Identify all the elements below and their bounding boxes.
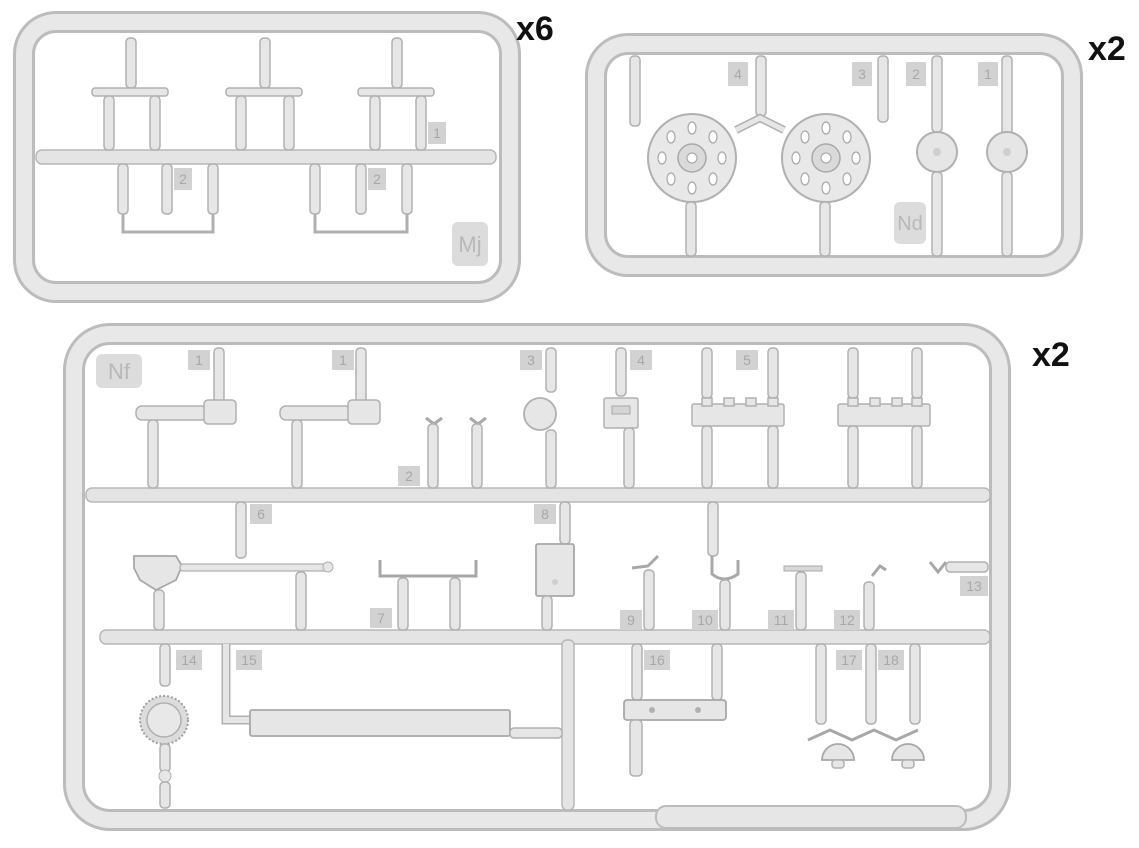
svg-text:3: 3: [858, 66, 866, 82]
sprue-mj: 1 2 2 Mj x6: [13, 10, 554, 303]
svg-text:16: 16: [649, 652, 665, 668]
nf-part-9: [631, 554, 660, 631]
nf-part-16: [623, 643, 727, 777]
sprue-nf-runner-middle: [99, 629, 991, 645]
nd-sprue-label: Nd: [894, 202, 926, 244]
svg-text:12: 12: [839, 612, 855, 628]
nf-part-1b: [279, 399, 381, 489]
nf-number-tag-3: 3: [520, 350, 542, 370]
svg-text:8: 8: [541, 506, 549, 522]
nf-part-10-clip: [707, 501, 740, 631]
svg-text:7: 7: [377, 610, 385, 626]
nd-part-hub-1: [986, 131, 1028, 173]
nf-part-12: [863, 563, 887, 631]
svg-text:17: 17: [841, 652, 857, 668]
svg-text:3: 3: [527, 352, 535, 368]
nf-number-tag-10: 10: [692, 610, 718, 630]
sprue-nf-runner-vertical: [561, 639, 575, 811]
mj-sprue-label: Mj: [452, 222, 488, 266]
nf-number-tag-6: 6: [250, 504, 272, 524]
nd-number-tag-2: 2: [906, 62, 926, 86]
nf-number-tag-17: 17: [836, 650, 862, 670]
nf-number-tag-18: 18: [878, 650, 904, 670]
svg-text:10: 10: [697, 612, 713, 628]
nf-part-8-plate: [535, 501, 575, 631]
nf-part-5b: [837, 397, 931, 489]
sprue-mj-runner: [35, 149, 497, 165]
svg-text:15: 15: [241, 652, 257, 668]
nd-number-tag-4: 4: [728, 62, 748, 86]
mj-part-rack-2: [225, 37, 303, 151]
svg-text:Nf: Nf: [108, 359, 131, 384]
nf-part-2: [425, 416, 487, 489]
nf-number-tag-16: 16: [644, 650, 670, 670]
nf-number-tag-13: 13: [960, 576, 988, 596]
svg-text:14: 14: [181, 652, 197, 668]
svg-text:11: 11: [774, 612, 789, 628]
mj-part-handle-right: [309, 163, 413, 234]
svg-text:2: 2: [373, 171, 381, 187]
nf-part-4: [603, 397, 639, 489]
nf-number-tag-14: 14: [176, 650, 202, 670]
svg-text:1: 1: [984, 66, 992, 82]
svg-text:1: 1: [195, 352, 203, 368]
nd-part-hub-2: [916, 131, 958, 173]
nf-number-tag-1a: 1: [188, 350, 210, 370]
svg-text:13: 13: [966, 578, 982, 594]
nf-part-5a: [691, 397, 785, 489]
nf-number-tag-15: 15: [236, 650, 262, 670]
nf-part-1a: [135, 399, 237, 489]
sprue-nf: 1 1 2 3 4 5 6 7: [63, 323, 1070, 831]
svg-text:18: 18: [883, 652, 899, 668]
nf-part-6-shovel: [133, 501, 334, 631]
nf-number-tag-7: 7: [370, 608, 392, 628]
nd-part-wheel-3: [781, 113, 871, 203]
svg-text:4: 4: [637, 352, 645, 368]
nf-number-tag-2: 2: [398, 466, 420, 486]
svg-text:4: 4: [734, 66, 742, 82]
mj-number-tag-1: 1: [428, 122, 446, 144]
mj-part-rack-3: [357, 37, 435, 151]
multiplier-mj: x6: [516, 10, 554, 48]
nf-sprue-label: Nf: [96, 354, 142, 388]
svg-text:6: 6: [257, 506, 265, 522]
mj-part-rack-1: [91, 37, 169, 151]
nf-number-tag-8: 8: [534, 504, 556, 524]
svg-text:Nd: Nd: [897, 213, 923, 235]
mj-number-tag-2a: 2: [174, 168, 192, 190]
nf-number-tag-1b: 1: [332, 350, 354, 370]
mj-number-tag-2b: 2: [368, 168, 386, 190]
nf-number-tag-5: 5: [736, 350, 758, 370]
nf-number-tag-11: 11: [768, 610, 794, 630]
nf-part-17-18-lamps: [807, 643, 925, 769]
svg-text:9: 9: [627, 612, 635, 628]
nf-part-15-bar: [221, 644, 563, 739]
nd-number-tag-3: 3: [852, 62, 872, 86]
svg-text:5: 5: [743, 352, 751, 368]
nf-part-7: [378, 560, 478, 631]
nf-number-tag-4: 4: [630, 350, 652, 370]
multiplier-nd: x2: [1088, 30, 1126, 68]
sprue-nf-runner-top: [85, 487, 991, 503]
nd-part-wheel-4: [647, 113, 737, 203]
svg-text:Mj: Mj: [458, 232, 481, 257]
nf-number-tag-9: 9: [620, 610, 642, 630]
svg-text:2: 2: [912, 66, 920, 82]
svg-text:2: 2: [179, 171, 187, 187]
nf-part-11: [783, 565, 823, 631]
mj-part-handle-left: [117, 163, 219, 234]
nd-number-tag-1: 1: [978, 62, 998, 86]
nf-part-3: [523, 397, 557, 489]
multiplier-nf: x2: [1032, 336, 1070, 374]
nf-number-tag-12: 12: [834, 610, 860, 630]
svg-text:2: 2: [405, 468, 413, 484]
sprue-nd: 4 3 2 1 Nd x2: [585, 30, 1126, 277]
nf-part-14-wheel: [139, 643, 189, 809]
svg-text:1: 1: [339, 352, 347, 368]
svg-text:1: 1: [433, 125, 441, 141]
nf-part-13: [928, 561, 989, 575]
